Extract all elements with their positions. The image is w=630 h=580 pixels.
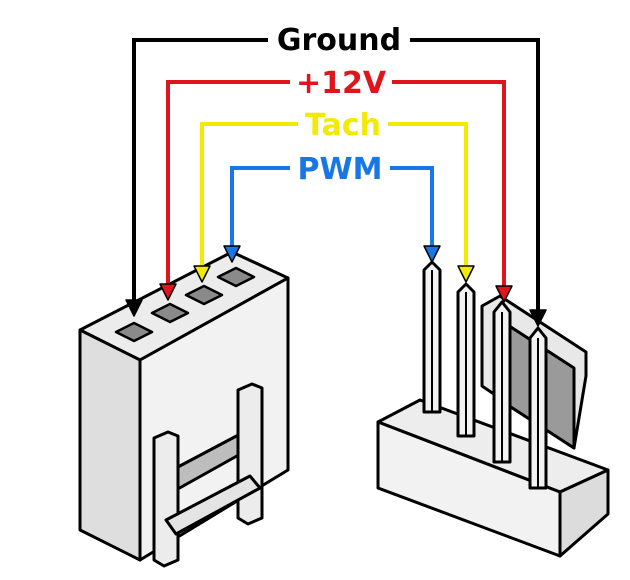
pin-hole-ground — [114, 321, 154, 343]
pwm-label: PWM — [298, 152, 383, 187]
wire-tach-left — [200, 122, 298, 268]
wire-12v-left — [166, 80, 290, 286]
tach-label: Tach — [305, 108, 381, 143]
female-connector — [78, 250, 290, 568]
wire-ground-left — [132, 38, 268, 302]
pin-hole-tach — [184, 284, 224, 306]
arrow-tach-left — [193, 265, 211, 283]
pin-ground — [528, 326, 548, 490]
arrowheads — [125, 245, 547, 327]
wire-pwm-right — [390, 166, 434, 248]
pin-hole-pwm — [216, 266, 256, 288]
male-header — [376, 260, 610, 558]
12v-label: +12V — [296, 66, 387, 101]
wire-tach-right — [388, 122, 468, 268]
arrow-pwm-right — [423, 245, 441, 263]
pin-tach — [456, 282, 476, 438]
labels: Ground +12V Tach PWM — [274, 21, 403, 191]
arrow-12v-right — [495, 285, 513, 303]
wire-pwm-left — [230, 166, 290, 248]
arrow-ground-right — [529, 309, 547, 327]
pin-hole-12v — [150, 302, 190, 324]
arrow-tach-right — [457, 265, 475, 283]
arrow-pwm-left — [223, 245, 241, 263]
pin-12v — [492, 300, 512, 464]
wire-12v-right — [392, 80, 506, 288]
arrow-ground-left — [125, 299, 143, 317]
wire-ground-right — [410, 38, 540, 312]
wires — [132, 38, 540, 312]
ground-label: Ground — [277, 23, 401, 58]
pin-pwm — [422, 260, 442, 414]
arrow-12v-left — [159, 283, 177, 301]
